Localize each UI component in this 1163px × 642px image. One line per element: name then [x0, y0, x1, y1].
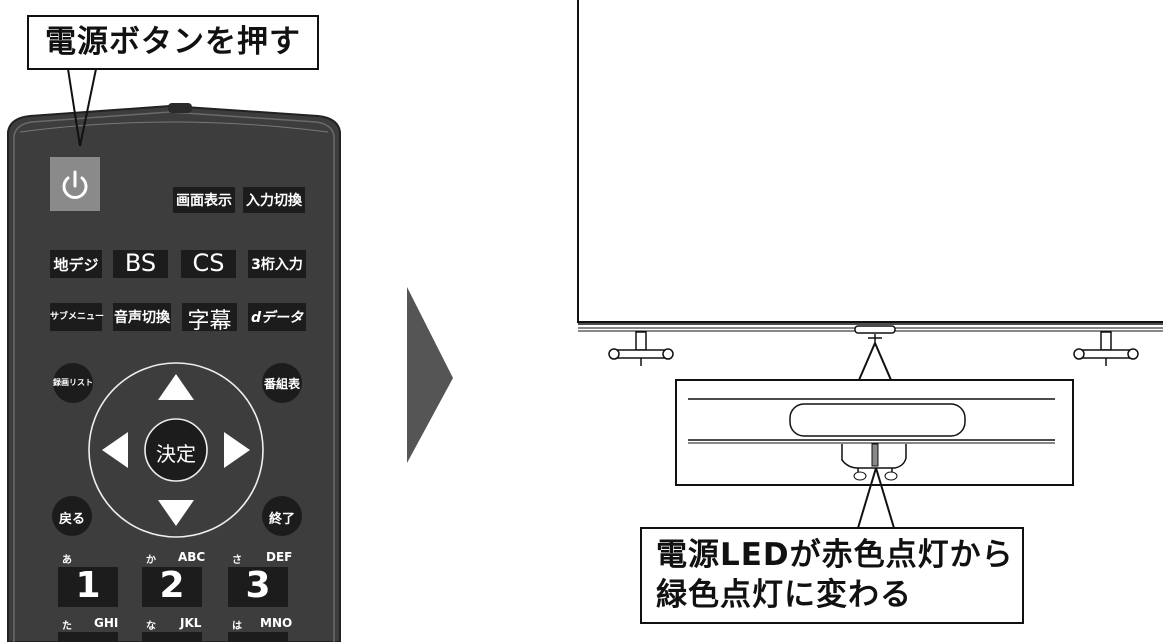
key-5-kana: な: [146, 621, 156, 632]
submenu-button[interactable]: [50, 303, 102, 331]
three-digit-label: 3桁入力: [251, 257, 303, 273]
exit-button[interactable]: [262, 496, 302, 536]
left-arrow-icon[interactable]: [102, 432, 128, 468]
zoom-pointer: [858, 340, 892, 381]
dpad: [88, 362, 264, 538]
right-arrow-icon[interactable]: [224, 432, 250, 468]
callout-press-power: 電源ボタンを押す: [27, 15, 319, 70]
callout-led-change-line2: 緑色点灯に変わる: [656, 577, 912, 613]
cs-label: CS: [192, 249, 225, 277]
program-guide-button[interactable]: [262, 363, 302, 403]
callout-led-change-line1: 電源LEDが赤色点灯から: [656, 537, 1014, 573]
back-button[interactable]: [52, 496, 92, 536]
data-button[interactable]: [248, 303, 306, 331]
led-zoom-inset: [675, 379, 1074, 486]
remote-ir-emitter: [168, 103, 192, 113]
callout-top-pointer: [67, 68, 97, 147]
next-step-arrow-icon: [407, 287, 453, 463]
key-3[interactable]: [228, 567, 288, 607]
subtitle-label: 字幕: [187, 309, 232, 334]
remote-control: [7, 103, 341, 642]
screen-display-button[interactable]: [173, 187, 235, 213]
input-switch-button[interactable]: [243, 187, 305, 213]
key-2-letters: ABC: [178, 550, 206, 564]
data-label: dデータ: [250, 310, 304, 326]
terrestrial-label: 地デジ: [53, 256, 99, 274]
key-5-letters: JKL: [180, 616, 202, 630]
enter-label: 決定: [156, 442, 196, 466]
up-arrow-icon[interactable]: [158, 374, 194, 400]
tv-stand-left: [608, 331, 674, 366]
key-1[interactable]: [58, 567, 118, 607]
audio-switch-button[interactable]: [113, 303, 171, 331]
input-switch-label: 入力切換: [246, 193, 302, 209]
key-4-letters: GHI: [94, 616, 119, 630]
callout-led-change: 電源LEDが赤色点灯から 緑色点灯に変わる: [640, 527, 1024, 624]
program-guide-label: 番組表: [263, 377, 300, 391]
key-5[interactable]: [142, 632, 202, 642]
key-6-kana: は: [232, 621, 242, 632]
down-arrow-icon[interactable]: [158, 500, 194, 526]
cs-button[interactable]: [181, 250, 236, 278]
callout-press-power-text: 電源ボタンを押す: [45, 24, 301, 60]
key-6[interactable]: [228, 632, 288, 642]
subtitle-button[interactable]: [182, 303, 237, 331]
rec-list-label: 録画リスト: [53, 378, 93, 387]
submenu-label: サブメニュー: [50, 312, 105, 322]
callout-bottom-pointer: [857, 467, 895, 529]
rec-list-button[interactable]: [53, 363, 93, 403]
screen-display-label: 画面表示: [176, 193, 232, 209]
key-1-kana: あ: [62, 555, 72, 566]
key-4[interactable]: [58, 632, 118, 642]
key-2[interactable]: [142, 567, 202, 607]
key-3-kana: さ: [232, 555, 242, 566]
key-1-number: 1: [75, 565, 101, 606]
power-led-indicator: [871, 443, 879, 467]
tv-stand-right: [1073, 331, 1139, 366]
exit-label: 終了: [268, 512, 295, 527]
key-2-kana: か: [146, 555, 156, 566]
key-4-kana: た: [62, 621, 72, 632]
enter-button[interactable]: [144, 418, 208, 482]
three-digit-button[interactable]: [248, 250, 306, 278]
key-2-number: 2: [159, 565, 185, 606]
audio-switch-label: 音声切換: [114, 310, 170, 326]
terrestrial-button[interactable]: [50, 250, 102, 278]
power-button[interactable]: [50, 157, 100, 211]
key-6-letters: MNO: [260, 616, 293, 630]
power-icon: [62, 170, 88, 199]
key-3-letters: DEF: [266, 550, 293, 564]
back-label: 戻る: [58, 512, 85, 527]
bs-label: BS: [124, 249, 157, 277]
bs-button[interactable]: [113, 250, 168, 278]
key-3-number: 3: [245, 565, 271, 606]
tv: [577, 0, 1163, 342]
